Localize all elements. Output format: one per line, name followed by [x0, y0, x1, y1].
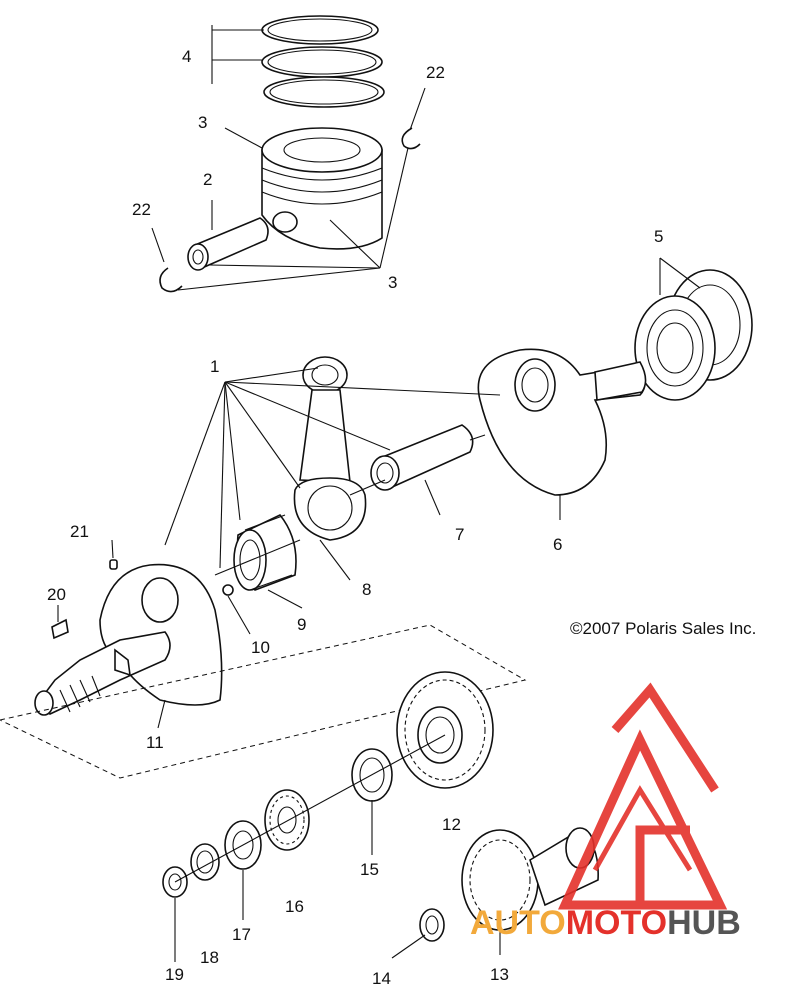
balance-gear-shaft	[461, 827, 599, 931]
crank-pin	[370, 424, 474, 491]
copyright-notice: ©2007 Polaris Sales Inc.	[570, 619, 756, 638]
callout-12: 12	[442, 815, 461, 834]
timing-sprocket	[264, 789, 310, 851]
needle-bearing	[233, 514, 297, 591]
callout-22-top: 22	[426, 63, 445, 82]
piston-pin	[187, 217, 269, 271]
group-1-leaders	[164, 367, 501, 569]
top-leaders	[151, 25, 426, 291]
check-ball	[222, 584, 234, 596]
callout-7: 7	[455, 525, 464, 544]
main-bearings	[634, 257, 753, 401]
washer	[190, 843, 220, 881]
crank-half-left	[34, 563, 223, 716]
shaft-axis	[214, 539, 301, 576]
part-leaders	[57, 479, 561, 729]
callout-17: 17	[232, 925, 251, 944]
callout-2: 2	[203, 170, 212, 189]
automotohub-logo	[558, 682, 728, 910]
callout-13: 13	[490, 965, 509, 984]
piston	[261, 127, 383, 250]
callout-3-bottom: 3	[388, 273, 397, 292]
callout-1: 1	[210, 357, 219, 376]
callout-14: 14	[372, 969, 391, 987]
circlips	[159, 127, 421, 293]
callout-18: 18	[200, 948, 219, 967]
lower-leaders	[174, 800, 501, 962]
callout-4: 4	[182, 47, 191, 66]
callout-19: 19	[165, 965, 184, 984]
callout-10: 10	[251, 638, 270, 657]
woodruff-key	[51, 618, 69, 640]
callout-labels: 4 22 3 2 22 3 5 1 7 6 8 9 10 21 20 11 12…	[47, 47, 663, 987]
dowel-pin	[109, 559, 118, 570]
piston-rings	[261, 15, 385, 108]
crank-half-right	[477, 348, 647, 496]
callout-15: 15	[360, 860, 379, 879]
callout-16: 16	[285, 897, 304, 916]
callout-8: 8	[362, 580, 371, 599]
callout-21: 21	[70, 522, 89, 541]
callout-5: 5	[654, 227, 663, 246]
callout-22-left: 22	[132, 200, 151, 219]
connecting-rod	[293, 356, 367, 541]
callout-9: 9	[297, 615, 306, 634]
drive-gear	[396, 671, 494, 789]
subassembly-boundary	[0, 624, 527, 779]
watermark-text: AUTOMOTOHUB	[470, 904, 741, 942]
shaft-washer	[419, 908, 445, 942]
callout-3-top: 3	[198, 113, 207, 132]
lower-axis	[174, 734, 446, 883]
callout-20: 20	[47, 585, 66, 604]
callout-11: 11	[146, 733, 164, 752]
callout-6: 6	[553, 535, 562, 554]
